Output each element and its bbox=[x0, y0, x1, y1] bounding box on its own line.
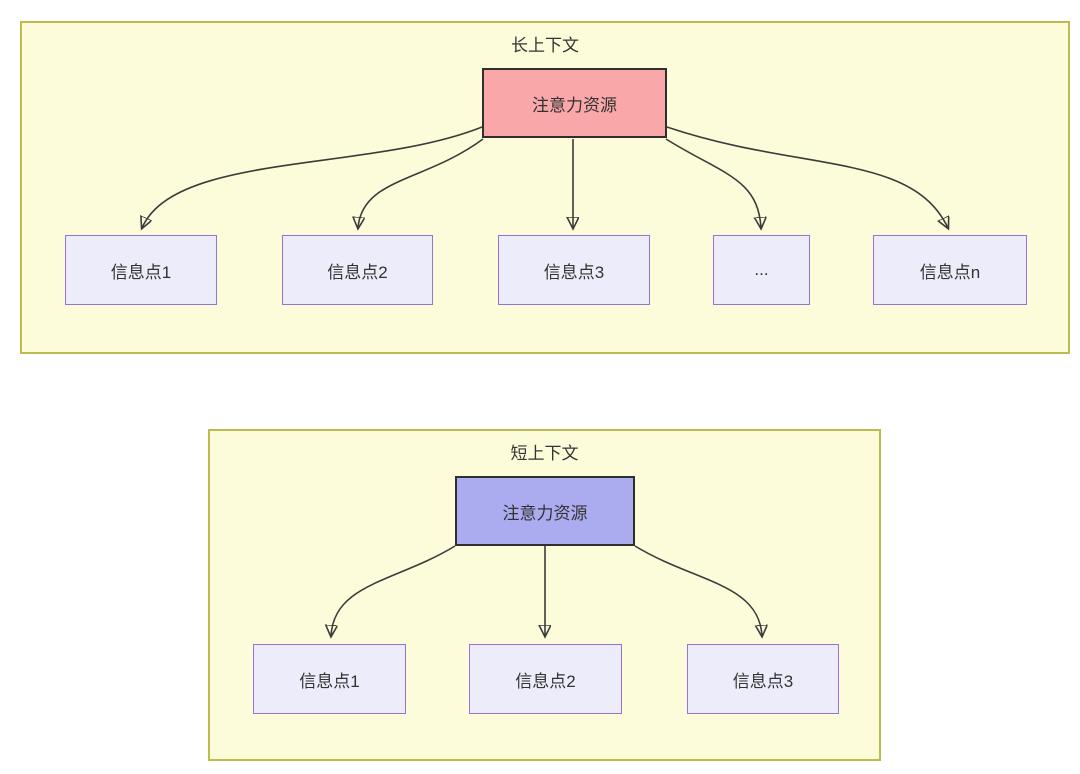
node-info-long-n-label: 信息点n bbox=[919, 262, 981, 282]
node-attention-short-label: 注意力资源 bbox=[502, 503, 588, 523]
node-info-long-1: 信息点1 bbox=[65, 235, 217, 305]
node-info-long-n: 信息点n bbox=[873, 235, 1027, 305]
node-info-long-2-label: 信息点2 bbox=[327, 262, 388, 282]
node-attention-short: 注意力资源 bbox=[455, 476, 635, 546]
node-info-short-2: 信息点2 bbox=[469, 644, 622, 714]
node-info-long-3: 信息点3 bbox=[498, 235, 650, 305]
node-info-short-2-label: 信息点2 bbox=[515, 671, 576, 691]
node-info-short-3: 信息点3 bbox=[687, 644, 839, 714]
panel-short-context-title: 短上下文 bbox=[510, 444, 579, 463]
node-attention-long: 注意力资源 bbox=[482, 68, 667, 138]
node-info-long-1-label: 信息点1 bbox=[110, 262, 172, 282]
node-info-short-3-label: 信息点3 bbox=[732, 671, 794, 691]
node-info-short-1-label: 信息点1 bbox=[299, 671, 360, 691]
node-info-long-ellipsis-label: ... bbox=[754, 260, 769, 279]
panel-long-context-title: 长上下文 bbox=[511, 36, 579, 55]
node-info-long-ellipsis: ... bbox=[713, 235, 810, 305]
node-info-long-3-label: 信息点3 bbox=[543, 262, 605, 282]
node-attention-long-label: 注意力资源 bbox=[532, 95, 617, 115]
node-info-short-1: 信息点1 bbox=[253, 644, 406, 714]
node-info-long-2: 信息点2 bbox=[282, 235, 433, 305]
